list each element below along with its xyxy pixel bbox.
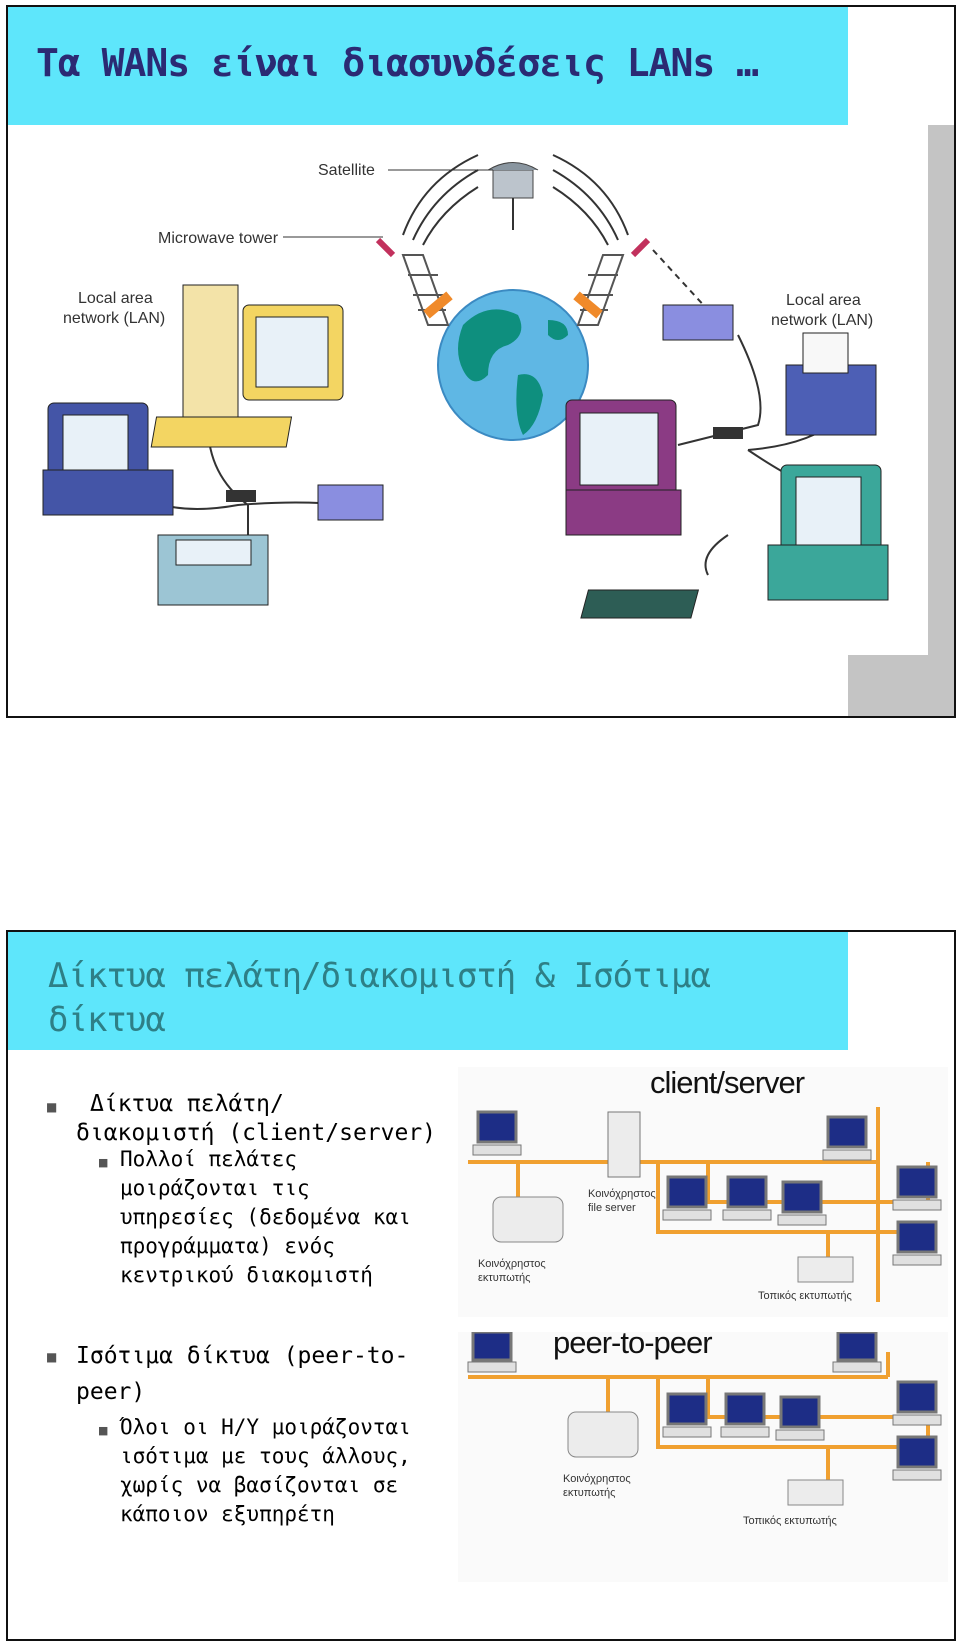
sub-line: προγράμματα) ενός	[120, 1234, 335, 1258]
bullet-line: Δίκτυα πελάτη/	[90, 1091, 284, 1117]
right-printer-icon	[713, 332, 877, 439]
file-server-label-2: file server	[588, 1202, 636, 1214]
bullet-marker	[46, 1350, 57, 1364]
sub-bullet-marker	[98, 1424, 108, 1437]
title-band	[8, 932, 848, 1050]
slide-title: Δίκτυα πελάτη/διακομιστή & Ισότιμα δίκτυ…	[48, 954, 808, 1042]
file-server-label-1: Κοινόχρηστος	[588, 1188, 656, 1200]
right-computer-teal-icon	[580, 464, 889, 619]
client-pc-icon	[777, 1180, 827, 1226]
signal-waves	[402, 154, 629, 246]
peer-pc-icon	[467, 1332, 517, 1373]
peer-pc-icon	[775, 1395, 825, 1441]
sub-line: Πολλοί πελάτες	[120, 1147, 298, 1171]
sub-line: υπηρεσίες (δεδομένα και	[120, 1205, 411, 1229]
client-pc-icon	[472, 1110, 522, 1156]
peer-to-peer-diagram: Κοινόχρηστος εκτυπωτής Τοπικός εκτυπωτής	[458, 1332, 948, 1582]
globe-icon	[437, 289, 589, 441]
sub-line: κάποιον εξυπηρέτη	[120, 1502, 335, 1526]
shared-printer-icon	[492, 1196, 564, 1243]
shared-printer-label-1: Κοινόχρηστος	[563, 1473, 631, 1485]
sub-line: κεντρικού διακομιστή	[120, 1263, 373, 1287]
shared-printer-label-2: εκτυπωτής	[563, 1487, 615, 1499]
satellite-label: Satellite	[318, 162, 375, 179]
peer-pc-icon	[892, 1435, 942, 1481]
shared-printer-icon	[567, 1411, 639, 1458]
local-printer-icon	[787, 1479, 844, 1506]
local-printer-label: Τοπικός εκτυπωτής	[743, 1515, 837, 1527]
peer-pc-icon	[720, 1392, 770, 1438]
lan-left-label-2: network (LAN)	[63, 310, 165, 327]
bullet-client-server: Δίκτυα πελάτη/ διακομιστή (client/server…	[76, 1090, 456, 1148]
client-server-diagram: Κοινόχρηστος file server Κοινόχρηστος εκ…	[458, 1067, 948, 1317]
local-printer-label: Τοπικός εκτυπωτής	[758, 1290, 852, 1302]
sub-line: χωρίς να βασίζονται σε	[120, 1473, 399, 1497]
bullet-line: peer)	[76, 1379, 146, 1405]
slide-wan: Τα WANs είναι διασυνδέσεις LANs …	[6, 5, 956, 718]
slide-title-line-1: Δίκτυα πελάτη/διακομιστή & Ισότιμα	[48, 956, 711, 996]
client-server-tag: client/server	[650, 1065, 805, 1100]
peer-to-peer-tag: peer-to-peer	[553, 1325, 713, 1360]
sub-bullet-client-server: Πολλοί πελάτες μοιράζονται τις υπηρεσίες…	[120, 1145, 440, 1290]
client-pc-icon	[662, 1175, 712, 1221]
sub-line: ισότιμα με τους άλλους,	[120, 1444, 411, 1468]
microwave-tower-label: Microwave tower	[158, 230, 279, 247]
slide-title: Τα WANs είναι διασυνδέσεις LANs …	[36, 41, 759, 85]
sub-line: μοιράζονται τις	[120, 1176, 310, 1200]
sub-bullet-peer-to-peer: Όλοι οι Η/Υ μοιράζονται ισότιμα με τους …	[120, 1413, 450, 1529]
network-lines	[468, 1107, 930, 1302]
microwave-tower-left-icon	[375, 237, 453, 326]
bullet-marker	[46, 1100, 57, 1114]
bullet-line: Ισότιμα δίκτυα (peer-to-	[76, 1343, 409, 1369]
bullet-line: διακομιστή (client/server)	[76, 1120, 437, 1146]
slide-network-types: Δίκτυα πελάτη/διακομιστή & Ισότιμα δίκτυ…	[6, 930, 956, 1641]
peer-pc-icon	[892, 1380, 942, 1426]
file-server-icon	[607, 1111, 641, 1178]
client-pc-icon	[722, 1175, 772, 1221]
left-hub-icon	[226, 484, 384, 521]
right-computer-purple-icon	[565, 399, 682, 536]
slide-title-line-2: δίκτυα	[48, 1000, 166, 1040]
left-printer-icon	[157, 534, 269, 606]
lan-left-label-1: Local area	[78, 290, 153, 307]
satellite-icon	[487, 162, 539, 230]
bullet-peer-to-peer: Ισότιμα δίκτυα (peer-to- peer)	[76, 1338, 456, 1410]
wan-diagram: Satellite Microwave tower Local area net…	[8, 125, 928, 655]
left-tower-pc-icon	[150, 284, 344, 448]
peer-pc-icon	[662, 1392, 712, 1438]
shared-printer-label-2: εκτυπωτής	[478, 1272, 530, 1284]
title-band	[8, 7, 848, 125]
peer-pc-icon	[832, 1332, 882, 1373]
shared-printer-label-1: Κοινόχρηστος	[478, 1258, 546, 1270]
client-pc-icon	[892, 1165, 942, 1211]
lan-right-label-2: network (LAN)	[771, 312, 873, 329]
client-pc-icon	[822, 1115, 872, 1161]
local-printer-icon	[797, 1256, 854, 1283]
left-computer-blue-icon	[42, 402, 174, 516]
sub-line: Όλοι οι Η/Υ μοιράζονται	[120, 1415, 411, 1439]
lan-right-label-1: Local area	[786, 292, 861, 309]
right-hub-icon	[662, 304, 734, 341]
microwave-tower-right-icon	[573, 237, 651, 326]
sub-bullet-marker	[98, 1156, 108, 1169]
client-pc-icon	[892, 1220, 942, 1266]
